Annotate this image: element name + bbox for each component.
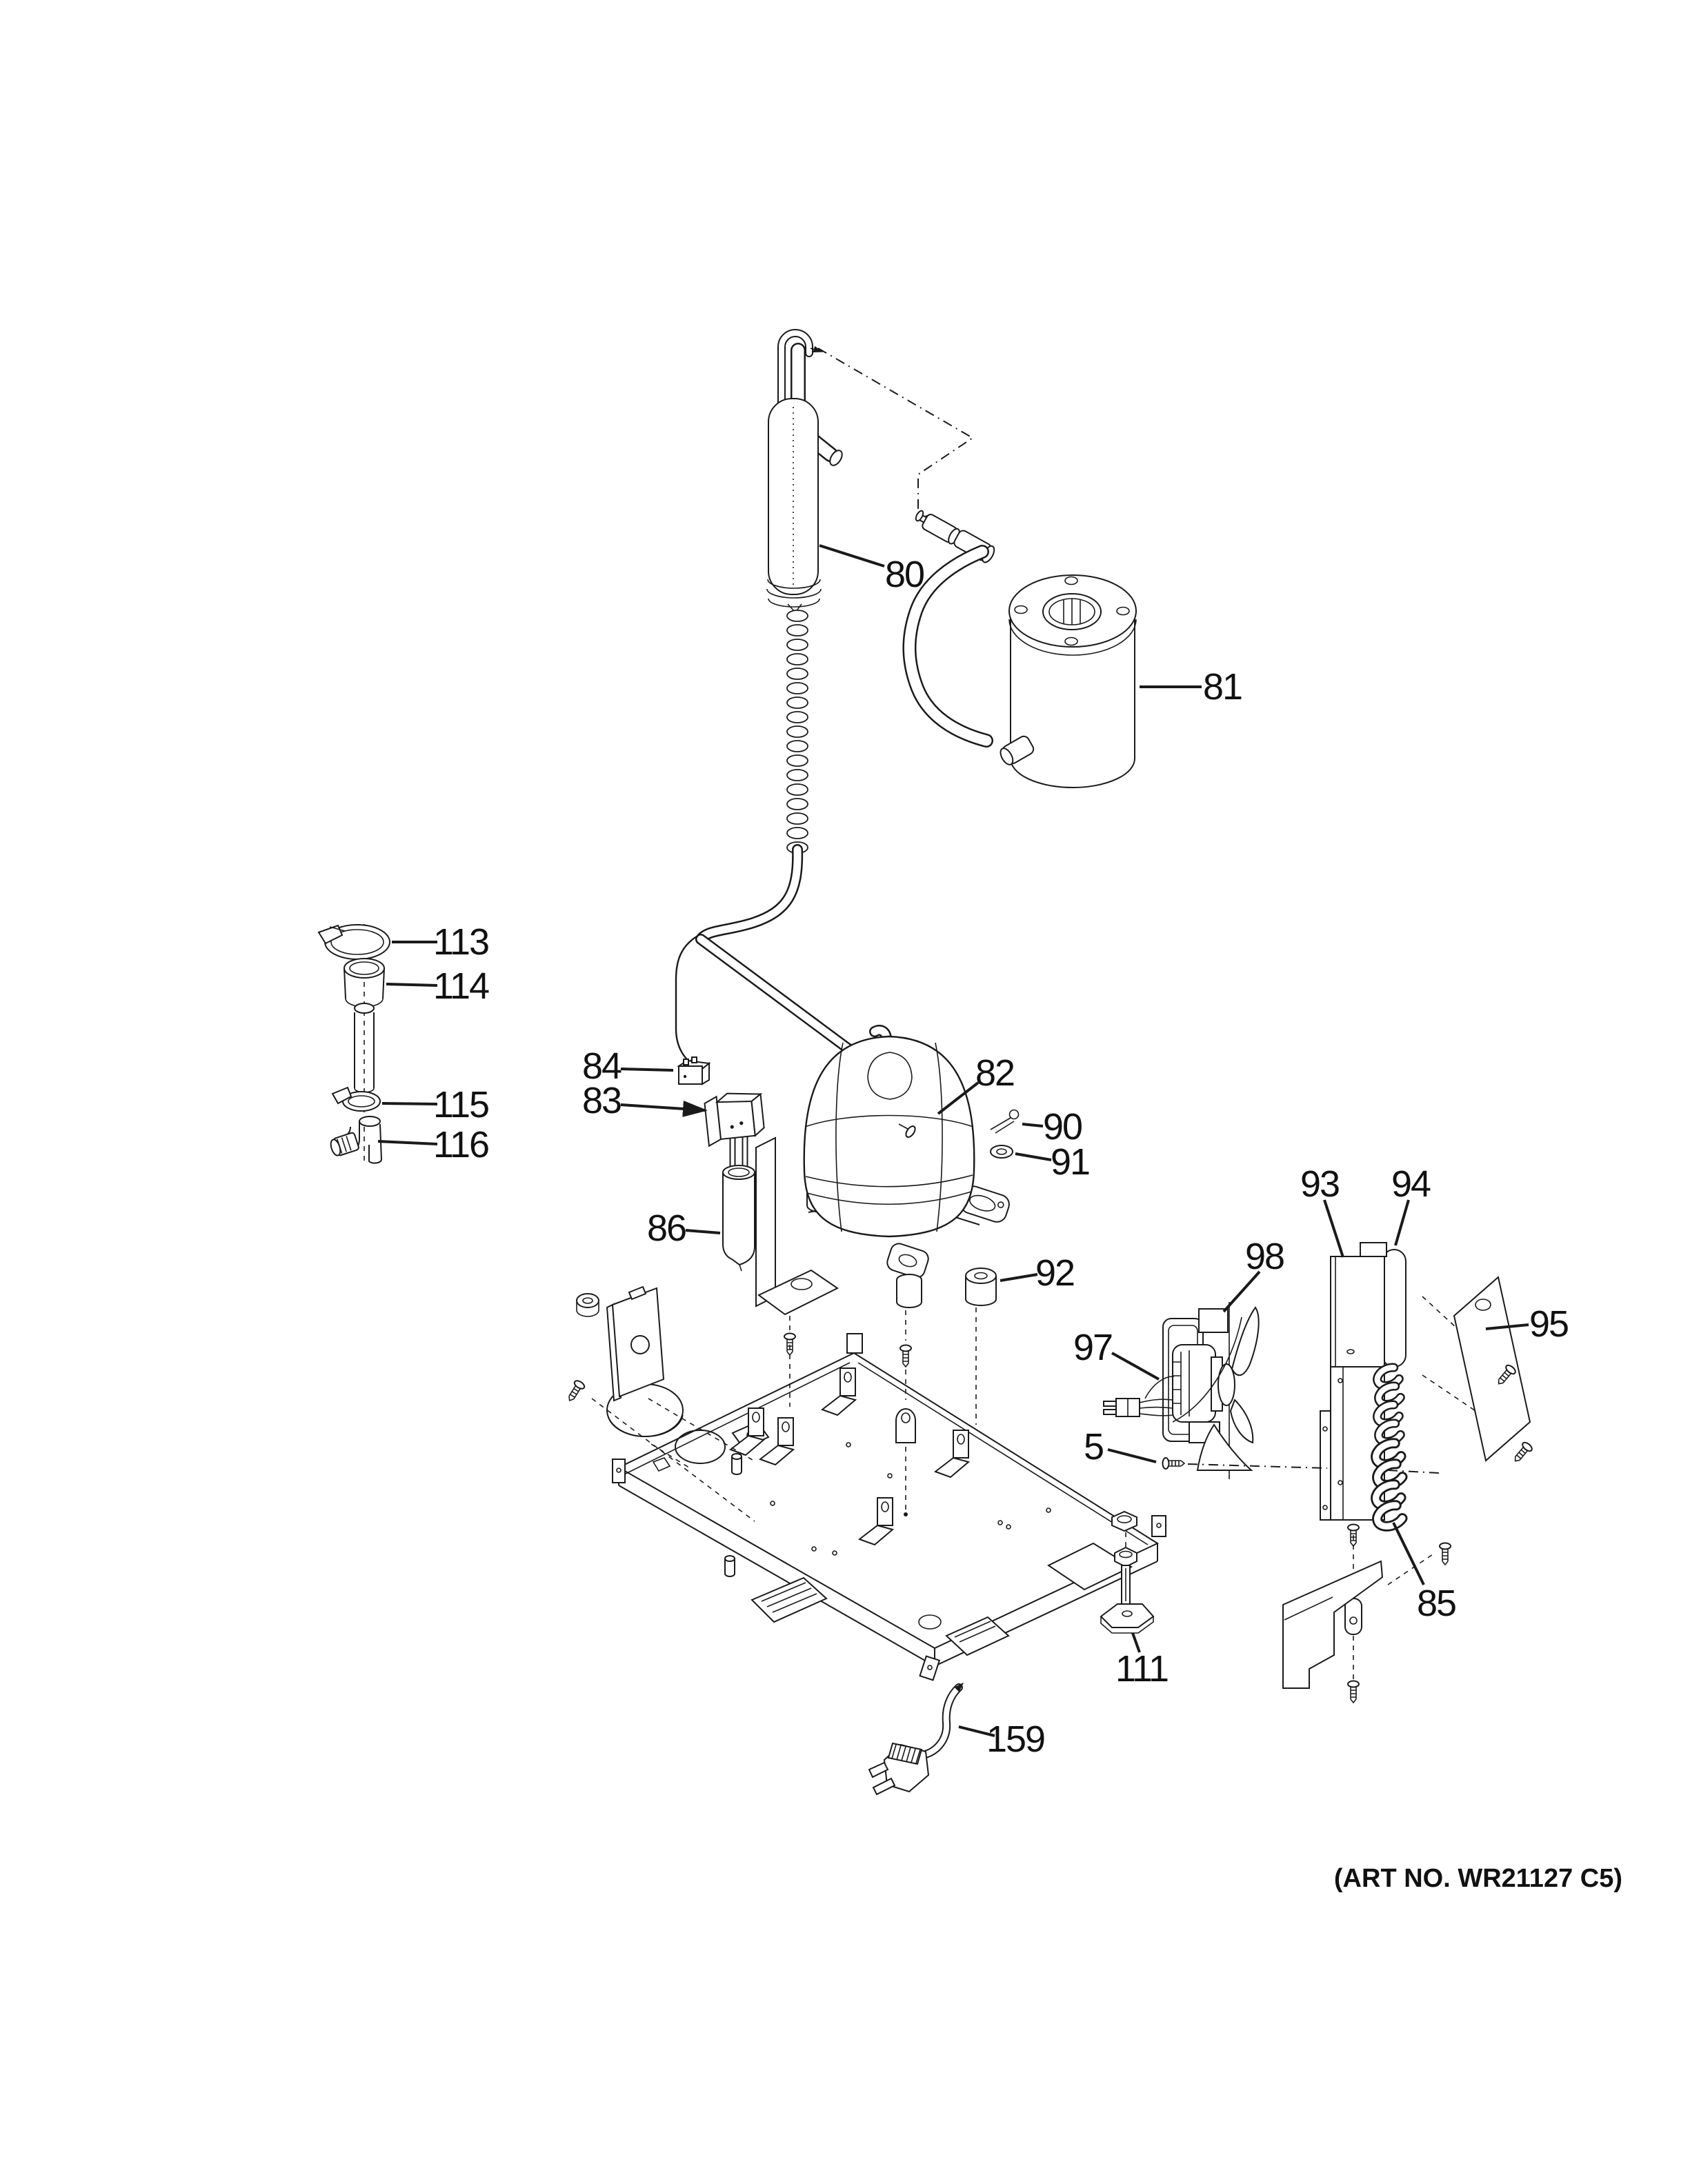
muffler-canister-81 bbox=[1000, 574, 1137, 788]
part-label-91: 91 bbox=[1051, 1141, 1089, 1183]
compressor-82 bbox=[803, 1035, 1010, 1308]
callout-86: 86 bbox=[647, 1208, 721, 1249]
condenser-shroud-93 bbox=[1330, 1242, 1406, 1367]
callout-115: 115 bbox=[381, 1084, 490, 1125]
start-switch-84 bbox=[677, 1056, 711, 1085]
part-label-93: 93 bbox=[1300, 1163, 1339, 1205]
callout-81: 81 bbox=[1140, 666, 1243, 708]
leveling-leg-111 bbox=[1100, 1532, 1155, 1634]
callout-92: 92 bbox=[1000, 1252, 1075, 1294]
part-label-116: 116 bbox=[433, 1124, 488, 1165]
fill-tube-assembly-113-116 bbox=[317, 924, 390, 1164]
callout-82: 82 bbox=[937, 1052, 1015, 1115]
part-label-159: 159 bbox=[986, 1719, 1044, 1760]
callout-114: 114 bbox=[386, 965, 490, 1007]
bottom-cover bbox=[1282, 1560, 1384, 1689]
grommet-92 bbox=[965, 1268, 997, 1306]
power-cord-159 bbox=[868, 1682, 964, 1796]
suction-line-sleeves bbox=[902, 510, 995, 748]
callout-94: 94 bbox=[1391, 1163, 1432, 1246]
part-label-84: 84 bbox=[582, 1045, 622, 1087]
callout-97: 97 bbox=[1073, 1327, 1160, 1381]
callout-98: 98 bbox=[1222, 1236, 1285, 1313]
part-label-82: 82 bbox=[975, 1052, 1014, 1094]
dryer-86 bbox=[722, 1114, 839, 1316]
fan-motor-97 bbox=[1103, 1308, 1229, 1443]
heat-loop-tube-80 bbox=[675, 329, 892, 1070]
part-label-86: 86 bbox=[647, 1208, 686, 1249]
callout-159: 159 bbox=[958, 1719, 1046, 1760]
part-label-111: 111 bbox=[1115, 1648, 1168, 1690]
callout-90: 90 bbox=[1022, 1106, 1083, 1148]
base-plate bbox=[564, 1285, 1166, 1681]
callout-111: 111 bbox=[1115, 1632, 1169, 1690]
part-label-90: 90 bbox=[1043, 1106, 1082, 1148]
overload-relay-83 bbox=[704, 1092, 765, 1148]
part-label-97: 97 bbox=[1073, 1327, 1112, 1368]
callout-95: 95 bbox=[1485, 1303, 1569, 1345]
side-panel-95 bbox=[1422, 1276, 1535, 1465]
part-label-115: 115 bbox=[433, 1084, 488, 1125]
callout-83: 83 bbox=[582, 1080, 708, 1121]
callout-116: 116 bbox=[377, 1124, 490, 1165]
cotter-pin-90 bbox=[990, 1109, 1020, 1134]
part-label-92: 92 bbox=[1035, 1252, 1074, 1294]
callout-85: 85 bbox=[1392, 1522, 1457, 1624]
part-label-94: 94 bbox=[1391, 1163, 1431, 1205]
part-label-80: 80 bbox=[885, 554, 924, 595]
part-label-5: 5 bbox=[1084, 1426, 1103, 1467]
condenser-coil-85 bbox=[1320, 1365, 1404, 1530]
part-label-113: 113 bbox=[433, 921, 488, 963]
callout-80: 80 bbox=[819, 544, 925, 595]
callout-91: 91 bbox=[1015, 1141, 1091, 1183]
washer-91 bbox=[990, 1145, 1013, 1159]
callout-84: 84 bbox=[582, 1045, 674, 1087]
part-label-85: 85 bbox=[1417, 1583, 1455, 1624]
art-number: (ART NO. WR21127 C5) bbox=[1334, 1864, 1622, 1893]
callout-113: 113 bbox=[392, 921, 490, 963]
part-label-114: 114 bbox=[433, 965, 489, 1007]
fan-blade-98 bbox=[1172, 1302, 1260, 1479]
part-label-81: 81 bbox=[1203, 666, 1242, 708]
cabinet-outline-dashed bbox=[817, 348, 983, 550]
callout-93: 93 bbox=[1300, 1163, 1344, 1258]
callout-5: 5 bbox=[1084, 1426, 1157, 1467]
part-label-98: 98 bbox=[1245, 1236, 1284, 1277]
part-label-95: 95 bbox=[1529, 1303, 1568, 1345]
part-label-83: 83 bbox=[582, 1080, 621, 1121]
